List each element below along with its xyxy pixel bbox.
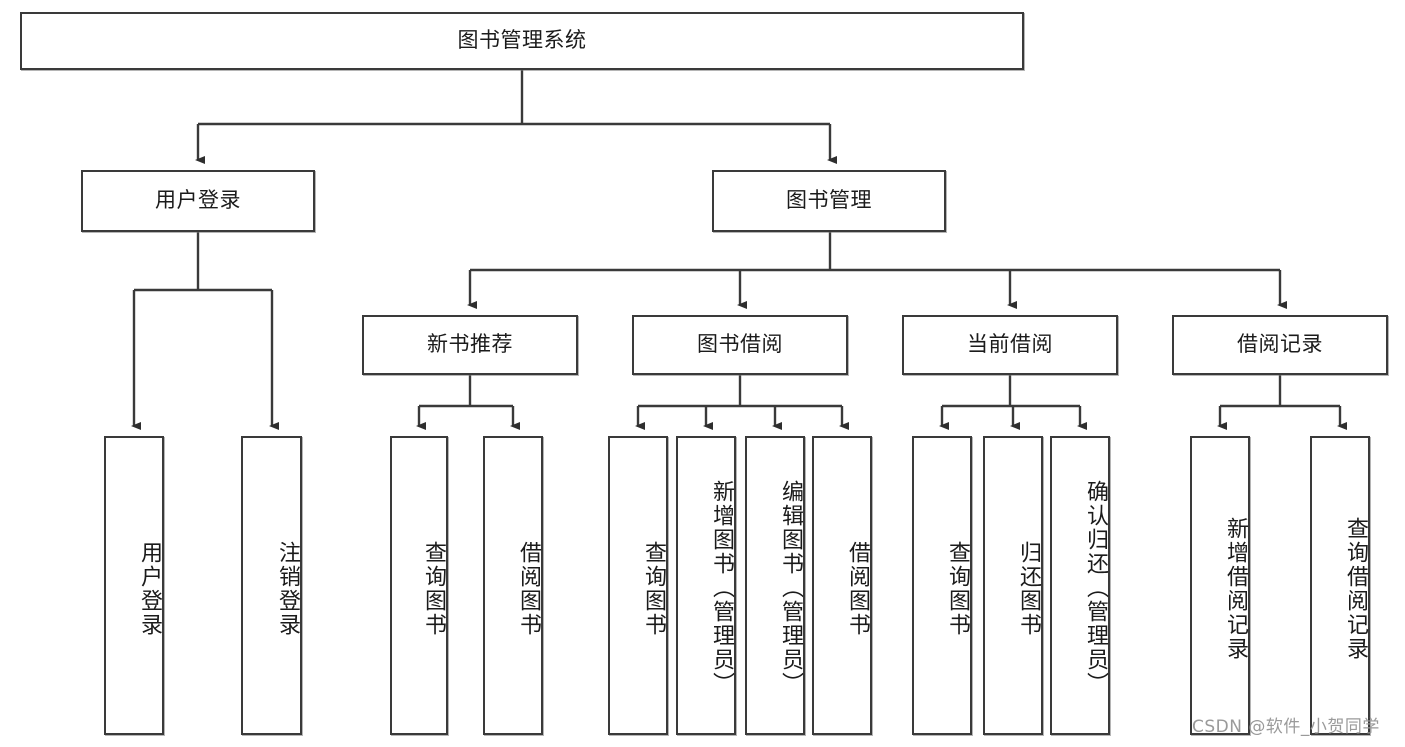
node-leaf-current-return[interactable]: 归还图书	[983, 436, 1043, 735]
node-leaf-recommend-borrow[interactable]: 借阅图书	[483, 436, 543, 735]
node-root[interactable]: 图书管理系统	[20, 12, 1024, 70]
node-leaf-borrow-add[interactable]: 新增图书（管理员）	[676, 436, 736, 735]
node-leaf-record-query[interactable]: 查询借阅记录	[1310, 436, 1370, 735]
node-leaf-current-confirm[interactable]: 确认归还（管理员）	[1050, 436, 1110, 735]
node-leaf-borrow-lend[interactable]: 借阅图书	[812, 436, 872, 735]
node-user-login[interactable]: 用户登录	[81, 170, 315, 232]
node-leaf-current-query[interactable]: 查询图书	[912, 436, 972, 735]
node-leaf-user-logout[interactable]: 注销登录	[241, 436, 302, 735]
node-leaf-borrow-query[interactable]: 查询图书	[608, 436, 668, 735]
node-leaf-user-login[interactable]: 用户登录	[104, 436, 164, 735]
node-current-borrow[interactable]: 当前借阅	[902, 315, 1118, 375]
node-borrow-record[interactable]: 借阅记录	[1172, 315, 1388, 375]
node-leaf-record-add[interactable]: 新增借阅记录	[1190, 436, 1250, 735]
node-book-borrow[interactable]: 图书借阅	[632, 315, 848, 375]
node-new-book-recommend[interactable]: 新书推荐	[362, 315, 578, 375]
node-leaf-recommend-query[interactable]: 查询图书	[390, 436, 448, 735]
csdn-watermark: CSDN @软件_小贺同学	[1192, 717, 1380, 737]
node-leaf-borrow-edit[interactable]: 编辑图书（管理员）	[745, 436, 805, 735]
node-book-manage[interactable]: 图书管理	[712, 170, 946, 232]
